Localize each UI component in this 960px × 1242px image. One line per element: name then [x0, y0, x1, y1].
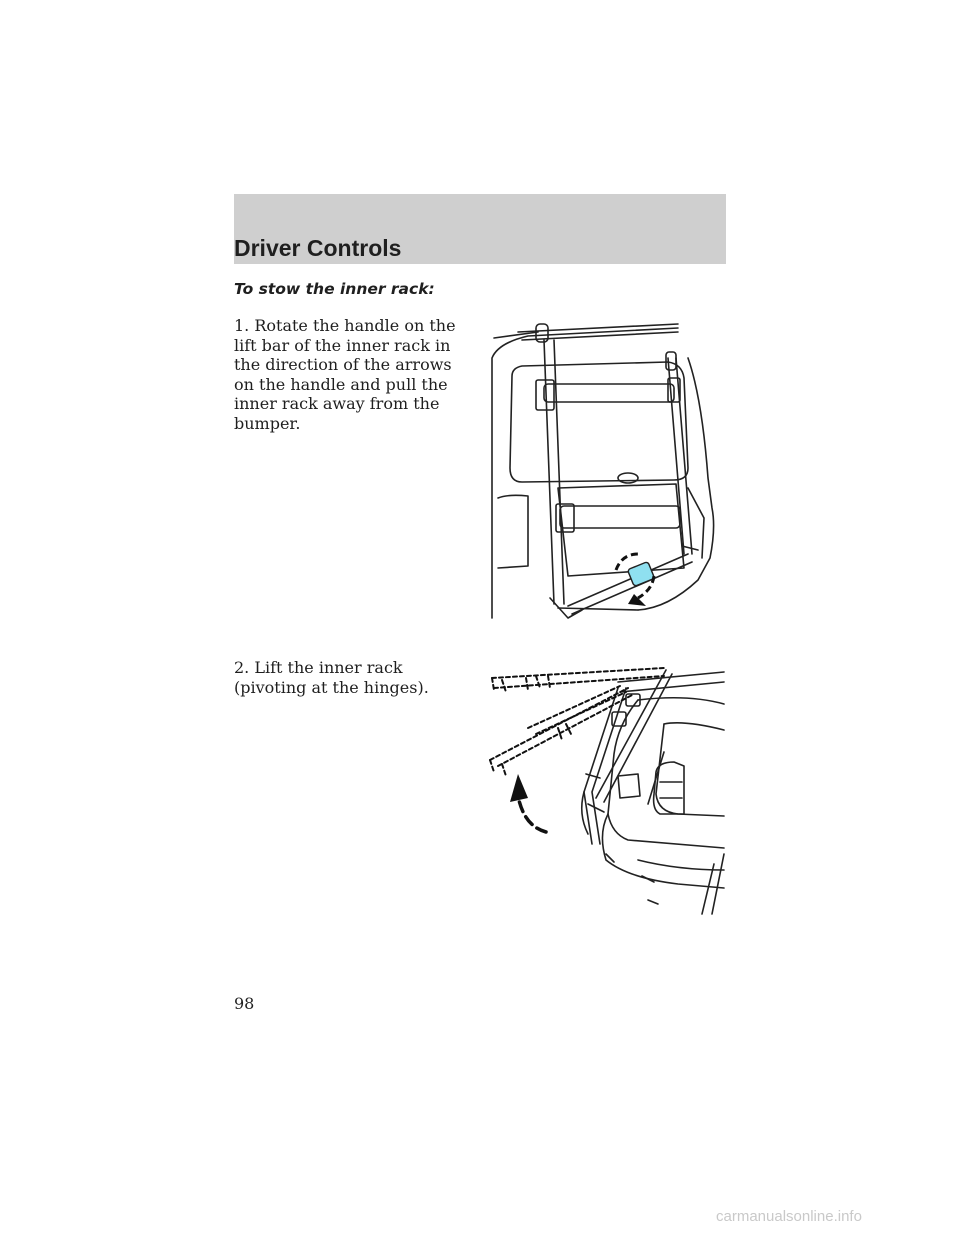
subheading: To stow the inner rack: — [234, 280, 435, 298]
step-2-text: 2. Lift the inner rack (pivoting at the … — [234, 658, 429, 697]
section-title: Driver Controls — [234, 235, 402, 261]
watermark: carmanualsonline.info — [716, 1208, 862, 1225]
step-1-text: 1. Rotate the handle on the lift bar of … — [234, 316, 456, 433]
illustration-lift-inner-rack — [489, 667, 725, 915]
page-number: 98 — [234, 994, 255, 1013]
illustration-rotate-handle — [491, 323, 715, 619]
header-band — [234, 194, 726, 264]
